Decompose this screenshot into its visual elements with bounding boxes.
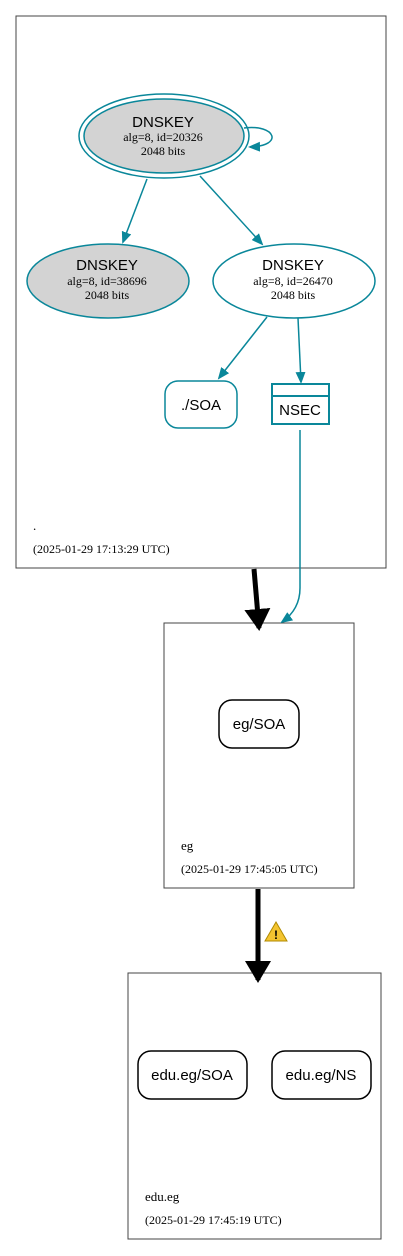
dnskey-38696-title: DNSKEY xyxy=(76,257,138,274)
edge-ksk-to-26470 xyxy=(199,175,264,246)
edge-ksk-to-38696 xyxy=(121,178,148,244)
nsec-node[interactable]: NSEC xyxy=(271,383,330,425)
nsec-label: NSEC xyxy=(279,402,321,419)
dnskey-26470-node[interactable]: DNSKEY alg=8, id=26470 2048 bits xyxy=(212,243,376,319)
dnskey-20326-alg: alg=8, id=20326 xyxy=(123,130,203,144)
zone-eg-name: eg xyxy=(181,838,194,853)
root-soa-label: ./SOA xyxy=(181,397,221,414)
edge-26470-to-nsec xyxy=(295,317,306,384)
zone-edu-eg-name: edu.eg xyxy=(145,1189,180,1204)
zone-root-timestamp: (2025-01-29 17:13:29 UTC) xyxy=(33,542,170,556)
zone-edu-eg-timestamp: (2025-01-29 17:45:19 UTC) xyxy=(145,1213,282,1227)
edu-eg-ns-node[interactable]: edu.eg/NS xyxy=(271,1050,372,1100)
edge-root-to-eg xyxy=(244,568,271,631)
dnskey-20326-bits: 2048 bits xyxy=(141,144,186,158)
dnskey-26470-bits: 2048 bits xyxy=(271,288,316,302)
eg-soa-node[interactable]: eg/SOA xyxy=(218,699,300,749)
dnskey-20326-title: DNSKEY xyxy=(132,114,194,131)
dnskey-20326-node[interactable]: DNSKEY alg=8, id=20326 2048 bits xyxy=(78,93,250,179)
edu-eg-soa-node[interactable]: edu.eg/SOA xyxy=(137,1050,248,1100)
dnskey-38696-alg: alg=8, id=38696 xyxy=(67,274,147,288)
dnskey-26470-alg: alg=8, id=26470 xyxy=(253,274,333,288)
zone-root-name: . xyxy=(33,518,36,533)
warning-glyph: ! xyxy=(274,928,278,942)
edge-nsec-to-eg-zone xyxy=(280,430,301,624)
edu-eg-ns-label: edu.eg/NS xyxy=(286,1067,357,1084)
edge-ksk-self-loop xyxy=(243,126,273,152)
edu-eg-soa-label: edu.eg/SOA xyxy=(151,1067,233,1084)
warning-triangle-icon: ! xyxy=(264,921,288,942)
root-soa-node[interactable]: ./SOA xyxy=(164,380,238,429)
dnskey-38696-node[interactable]: DNSKEY alg=8, id=38696 2048 bits xyxy=(26,243,190,319)
eg-soa-label: eg/SOA xyxy=(233,716,286,733)
zone-eg-timestamp: (2025-01-29 17:45:05 UTC) xyxy=(181,862,318,876)
dnskey-38696-bits: 2048 bits xyxy=(85,288,130,302)
zone-eg-box xyxy=(163,622,355,889)
dnskey-26470-title: DNSKEY xyxy=(262,257,324,274)
edge-26470-to-root-soa xyxy=(217,316,268,380)
